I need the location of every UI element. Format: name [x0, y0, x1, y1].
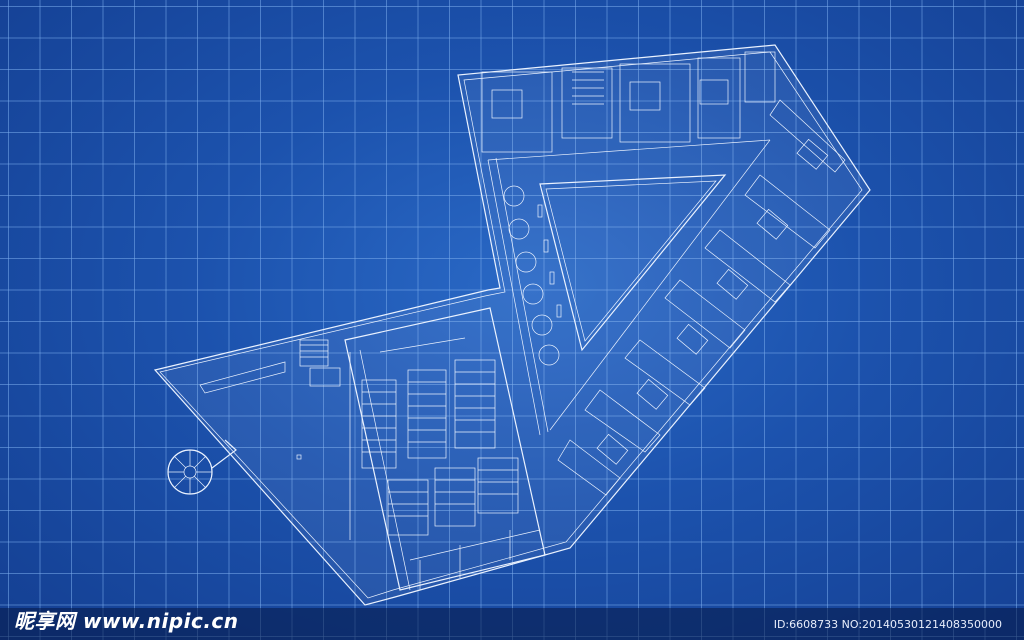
corridor-line: [487, 139, 771, 161]
watermark-id: ID:6608733 NO:20140530121408350000: [773, 618, 1002, 631]
spiral-staircase: [167, 439, 237, 495]
courtyard-inner: [545, 180, 717, 342]
courtyard-trees: [503, 185, 562, 366]
west-lobby: [199, 339, 341, 460]
auditorium-seats-upper: [361, 359, 496, 469]
corridor-line: [549, 139, 771, 431]
auditorium-seats-lower: [387, 457, 519, 536]
north-rooms: [481, 51, 776, 153]
building-outline: [153, 44, 871, 606]
corridor-line: [495, 157, 549, 433]
watermark-bar: 昵享网 www.nipic.cn ID:6608733 NO:201405301…: [0, 608, 1024, 640]
courtyard: [539, 174, 727, 352]
east-rooms: [557, 99, 846, 496]
watermark-brand: 昵享网 www.nipic.cn: [14, 609, 239, 633]
building-inner-outline: [159, 51, 863, 599]
corridor-line: [487, 159, 541, 436]
auditorium: [344, 307, 546, 591]
